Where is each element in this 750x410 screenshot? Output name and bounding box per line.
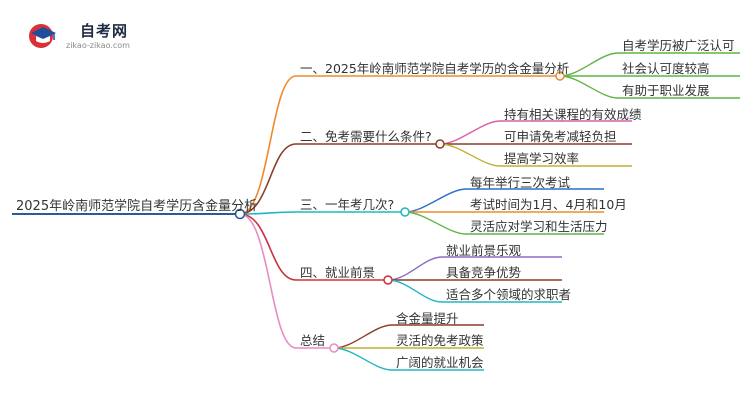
leaf-label[interactable]: 适合多个领域的求职者	[446, 287, 572, 302]
branch-label[interactable]: 总结	[300, 333, 326, 348]
branch-label[interactable]: 四、就业前景	[300, 265, 376, 280]
leaf-connector	[404, 211, 467, 235]
branch-connector	[239, 211, 297, 215]
leaf-connector	[439, 143, 501, 167]
branch-connector	[239, 213, 297, 281]
leaf-label[interactable]: 可申请免考减轻负担	[504, 129, 617, 144]
branch-node	[555, 71, 565, 81]
leaf-label[interactable]: 自考学历被广泛认可	[622, 38, 735, 53]
leaf-label[interactable]: 考试时间为1月、4月和10月	[470, 197, 627, 212]
leaf-label[interactable]: 持有相关课程的有效成绩	[504, 107, 642, 122]
branch-label[interactable]: 三、一年考几次?	[300, 197, 395, 212]
branch-label[interactable]: 一、2025年岭南师范学院自考学历的含金量分析	[300, 61, 570, 76]
branch-connector	[239, 75, 297, 215]
leaf-connector	[387, 279, 443, 303]
leaf-label[interactable]: 灵活的免考政策	[396, 333, 484, 348]
branch-node	[435, 139, 445, 149]
leaf-label[interactable]: 就业前景乐观	[446, 243, 522, 258]
branch-node	[383, 275, 393, 285]
leaf-connector	[387, 256, 443, 281]
leaf-label[interactable]: 含金量提升	[396, 311, 459, 326]
graduation-cap-logo-icon	[29, 24, 56, 48]
branch-label[interactable]: 二、免考需要什么条件?	[300, 129, 432, 144]
leaf-connector	[559, 75, 619, 99]
leaf-label[interactable]: 有助于职业发展	[622, 83, 710, 98]
site-logo[interactable]: 自考网 zikao-zikao.com	[28, 18, 148, 54]
branch-node	[329, 343, 339, 353]
leaf-label[interactable]: 广阔的就业机会	[396, 355, 484, 370]
leaf-label[interactable]: 每年举行三次考试	[470, 175, 571, 190]
leaf-label[interactable]: 灵活应对学习和生活压力	[470, 219, 608, 234]
leaf-connector	[439, 120, 501, 145]
logo-domain: zikao-zikao.com	[66, 41, 130, 50]
root-topic[interactable]: 2025年岭南师范学院自考学历含金量分析	[16, 199, 258, 214]
branch-connector	[239, 143, 297, 215]
leaf-label[interactable]: 社会认可度较高	[622, 61, 710, 76]
leaf-connector	[333, 347, 393, 371]
leaf-label[interactable]: 提高学习效率	[504, 151, 580, 166]
leaf-label[interactable]: 具备竞争优势	[446, 265, 522, 280]
root-node	[234, 208, 246, 220]
branch-node	[400, 207, 410, 217]
logo-name: 自考网	[80, 22, 129, 40]
leaf-connector	[333, 324, 393, 349]
branch-connector	[239, 213, 297, 349]
leaf-connector	[404, 188, 467, 213]
